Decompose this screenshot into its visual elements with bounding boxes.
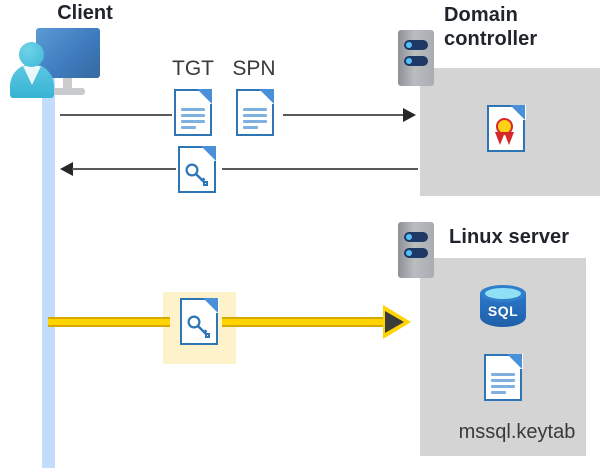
document-text-line <box>491 379 515 382</box>
document-text-line <box>243 120 267 123</box>
linux-server-server-icon <box>398 222 434 278</box>
document-text-line <box>181 108 205 111</box>
client-lifeline <box>42 70 55 468</box>
server-bay-icon <box>404 232 428 242</box>
tgt-document-icon <box>174 88 213 136</box>
server-bay-icon <box>404 56 428 66</box>
monitor-base-icon <box>51 88 85 95</box>
server-bay-icon <box>404 40 428 50</box>
document-fold-icon <box>259 89 274 104</box>
document-fold-icon <box>510 105 525 120</box>
server-bay-icon <box>404 248 428 258</box>
certificate-ribbon-left-icon <box>495 132 505 145</box>
document-text-line <box>243 126 258 129</box>
document-fold-icon <box>203 298 218 313</box>
service-ticket-arrow-line-left <box>48 317 170 327</box>
service-ticket-arrow-line-right <box>222 317 389 327</box>
sql-cylinder-top <box>480 285 526 302</box>
client-title: Client <box>57 2 113 24</box>
keytab-document-icon <box>484 353 523 401</box>
user-at-computer-icon <box>8 28 108 98</box>
response-arrow-line-right <box>222 168 418 170</box>
document-text-line <box>243 108 267 111</box>
certificate-document-icon <box>487 104 526 152</box>
response-arrowhead-icon <box>60 162 73 176</box>
document-text-line <box>491 385 515 388</box>
document-text-line <box>491 391 506 394</box>
document-text-line <box>181 120 205 123</box>
monitor-neck-icon <box>63 78 72 90</box>
document-fold-icon <box>507 354 522 369</box>
service-ticket-key-document-icon-2 <box>180 297 219 345</box>
key-icon <box>187 315 210 338</box>
spn-label: SPN <box>232 57 276 80</box>
document-fold-icon <box>201 146 216 161</box>
service-ticket-arrowhead-icon <box>383 305 413 339</box>
domain-controller-title-line2: controller <box>444 28 538 50</box>
sql-cylinder-top-inner <box>485 288 521 299</box>
certificate-ribbon-right-icon <box>504 132 514 145</box>
request-arrow-line-left <box>60 114 172 116</box>
request-arrow-line-right <box>283 114 403 116</box>
domain-controller-title-line1: Domain <box>444 4 518 26</box>
keytab-filename-label: mssql.keytab <box>458 421 576 443</box>
sql-label: SQL <box>487 303 519 319</box>
person-head-icon <box>19 42 44 67</box>
linux-server-title: Linux server <box>449 226 570 248</box>
domain-controller-title: Domain controller <box>444 3 594 51</box>
domain-controller-server-icon <box>398 30 434 86</box>
sql-database-icon: SQL <box>480 285 526 333</box>
request-arrowhead-icon <box>403 108 416 122</box>
document-text-line <box>243 114 267 117</box>
service-ticket-key-document-icon <box>178 145 217 193</box>
document-fold-icon <box>197 89 212 104</box>
tgt-label: TGT <box>172 57 214 80</box>
person-collar-icon <box>23 66 41 85</box>
document-text-line <box>491 373 515 376</box>
document-text-line <box>181 126 196 129</box>
document-text-line <box>181 114 205 117</box>
spn-document-icon <box>236 88 275 136</box>
response-arrow-line-left <box>72 168 176 170</box>
key-icon <box>185 163 208 186</box>
